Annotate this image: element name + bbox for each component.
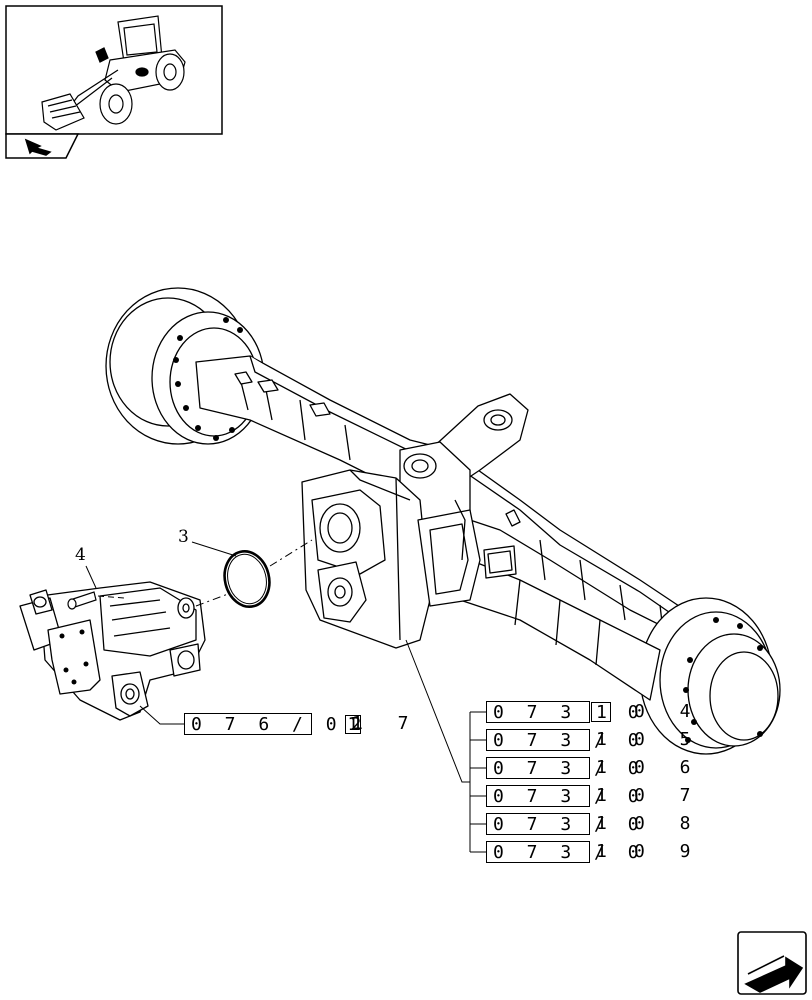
axle-ref-prefix: 0 7 3 / 0 [493,701,645,723]
axle-ref-suffix: 0 8 [634,813,703,834]
axle-ref-suffix: 0 4 [634,701,703,722]
bolt-part [67,591,97,610]
axle-reference-box[interactable]: 0 7 3 / 0 [486,813,639,835]
o-ring-part [223,550,271,608]
axle-ref-prefix: 0 7 3 / 0 [493,841,645,863]
forward-arrow-icon[interactable] [737,931,807,995]
axle-ref-suffix: 0 5 [634,729,703,750]
axle-ref-prefix: 0 7 3 / 0 [493,813,645,835]
axle-ref-suffix: 0 7 [634,785,703,806]
axle-ref-digit: 1 [596,785,619,806]
axle-housing [105,287,781,755]
wheel-loader-thumbnail-icon [5,5,223,135]
motor-ref-prefix: 0 7 6 / 0 [191,713,343,735]
callout-item-3: 3 [178,527,189,547]
axle-reference-box[interactable]: 0 7 3 / 0 [486,729,639,751]
leader-lines [85,539,486,853]
axle-ref-prefix: 0 7 3 / 0 [493,785,645,807]
axle-ref-digit: 1 [596,813,619,834]
callout-item-4: 4 [75,545,86,565]
axle-reference-box[interactable]: 0 7 3 / 0 [486,701,639,723]
motor-ref-suffix: 1 7 [352,713,421,734]
axle-ref-prefix: 0 7 3 / 0 [493,757,645,779]
axle-ref-digit: 1 [596,841,619,862]
axle-reference-box[interactable]: 0 7 3 / 0 [486,841,639,863]
axle-reference-box[interactable]: 0 7 3 / 0 [486,757,639,779]
axle-ref-digit: 1 [596,729,619,750]
axle-ref-digit: 1 [596,757,619,778]
axle-reference-box[interactable]: 0 7 3 / 0 [486,785,639,807]
hydraulic-motor [19,581,206,721]
axle-ref-prefix: 0 7 3 / 0 [493,729,645,751]
axle-ref-suffix: 0 6 [634,757,703,778]
back-arrow-icon[interactable] [5,133,80,159]
axle-ref-suffix: 0 9 [634,841,703,862]
axle-ref-boxed-digit: 1 [591,702,611,723]
